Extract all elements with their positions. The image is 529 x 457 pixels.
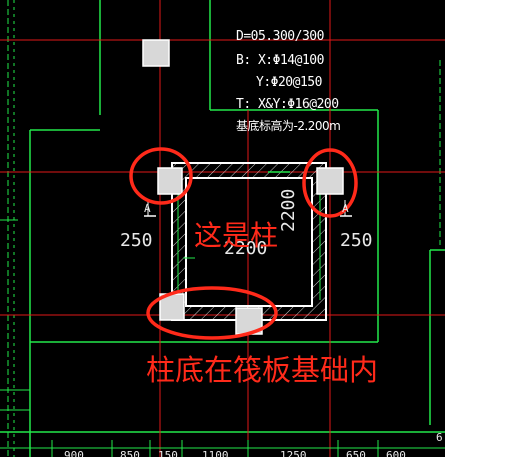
spec-line-top: T: X&Y:Φ16@200 xyxy=(236,97,339,112)
highlight-circle xyxy=(302,148,358,218)
dimension-bottom: 650 xyxy=(346,449,366,457)
highlight-circle xyxy=(129,147,193,205)
dimension-bottom: 850 xyxy=(120,449,140,457)
column xyxy=(142,39,170,67)
annotation-column: 这是柱 xyxy=(194,219,279,252)
dimension-bottom: 1250 xyxy=(280,449,307,457)
pit-wall-inner xyxy=(185,177,313,307)
dimension-height: 2200 xyxy=(278,188,299,232)
spec-line-bottom-y: Y:Φ20@150 xyxy=(256,75,322,90)
dimension-bottom: 600 xyxy=(386,449,406,457)
column xyxy=(316,167,344,195)
section-mark-left: A xyxy=(144,202,151,215)
dimension-bottom: 1100 xyxy=(202,449,229,457)
dimension-left: 250 xyxy=(120,230,153,251)
dimension-edge: 6 xyxy=(436,431,443,444)
annotation-column-base: 柱底在筏板基础内 xyxy=(146,353,379,387)
section-mark-right: A xyxy=(342,202,349,215)
spec-line-depth: D=05.300/300 xyxy=(236,29,324,44)
drawing-lines xyxy=(0,0,445,457)
column xyxy=(157,167,183,195)
dimension-bottom: 900 xyxy=(64,449,84,457)
spec-line-base-elevation: 基底标高为-2.200m xyxy=(236,119,341,133)
spec-line-bottom-x: B: X:Φ14@100 xyxy=(236,53,324,68)
dimension-bottom: 150 xyxy=(158,449,178,457)
dimension-width: 2200 xyxy=(224,238,268,259)
dimension-right: 250 xyxy=(340,230,373,251)
cad-drawing: D=05.300/300 B: X:Φ14@100 Y:Φ20@150 T: X… xyxy=(0,0,445,457)
highlight-circle xyxy=(146,286,278,340)
